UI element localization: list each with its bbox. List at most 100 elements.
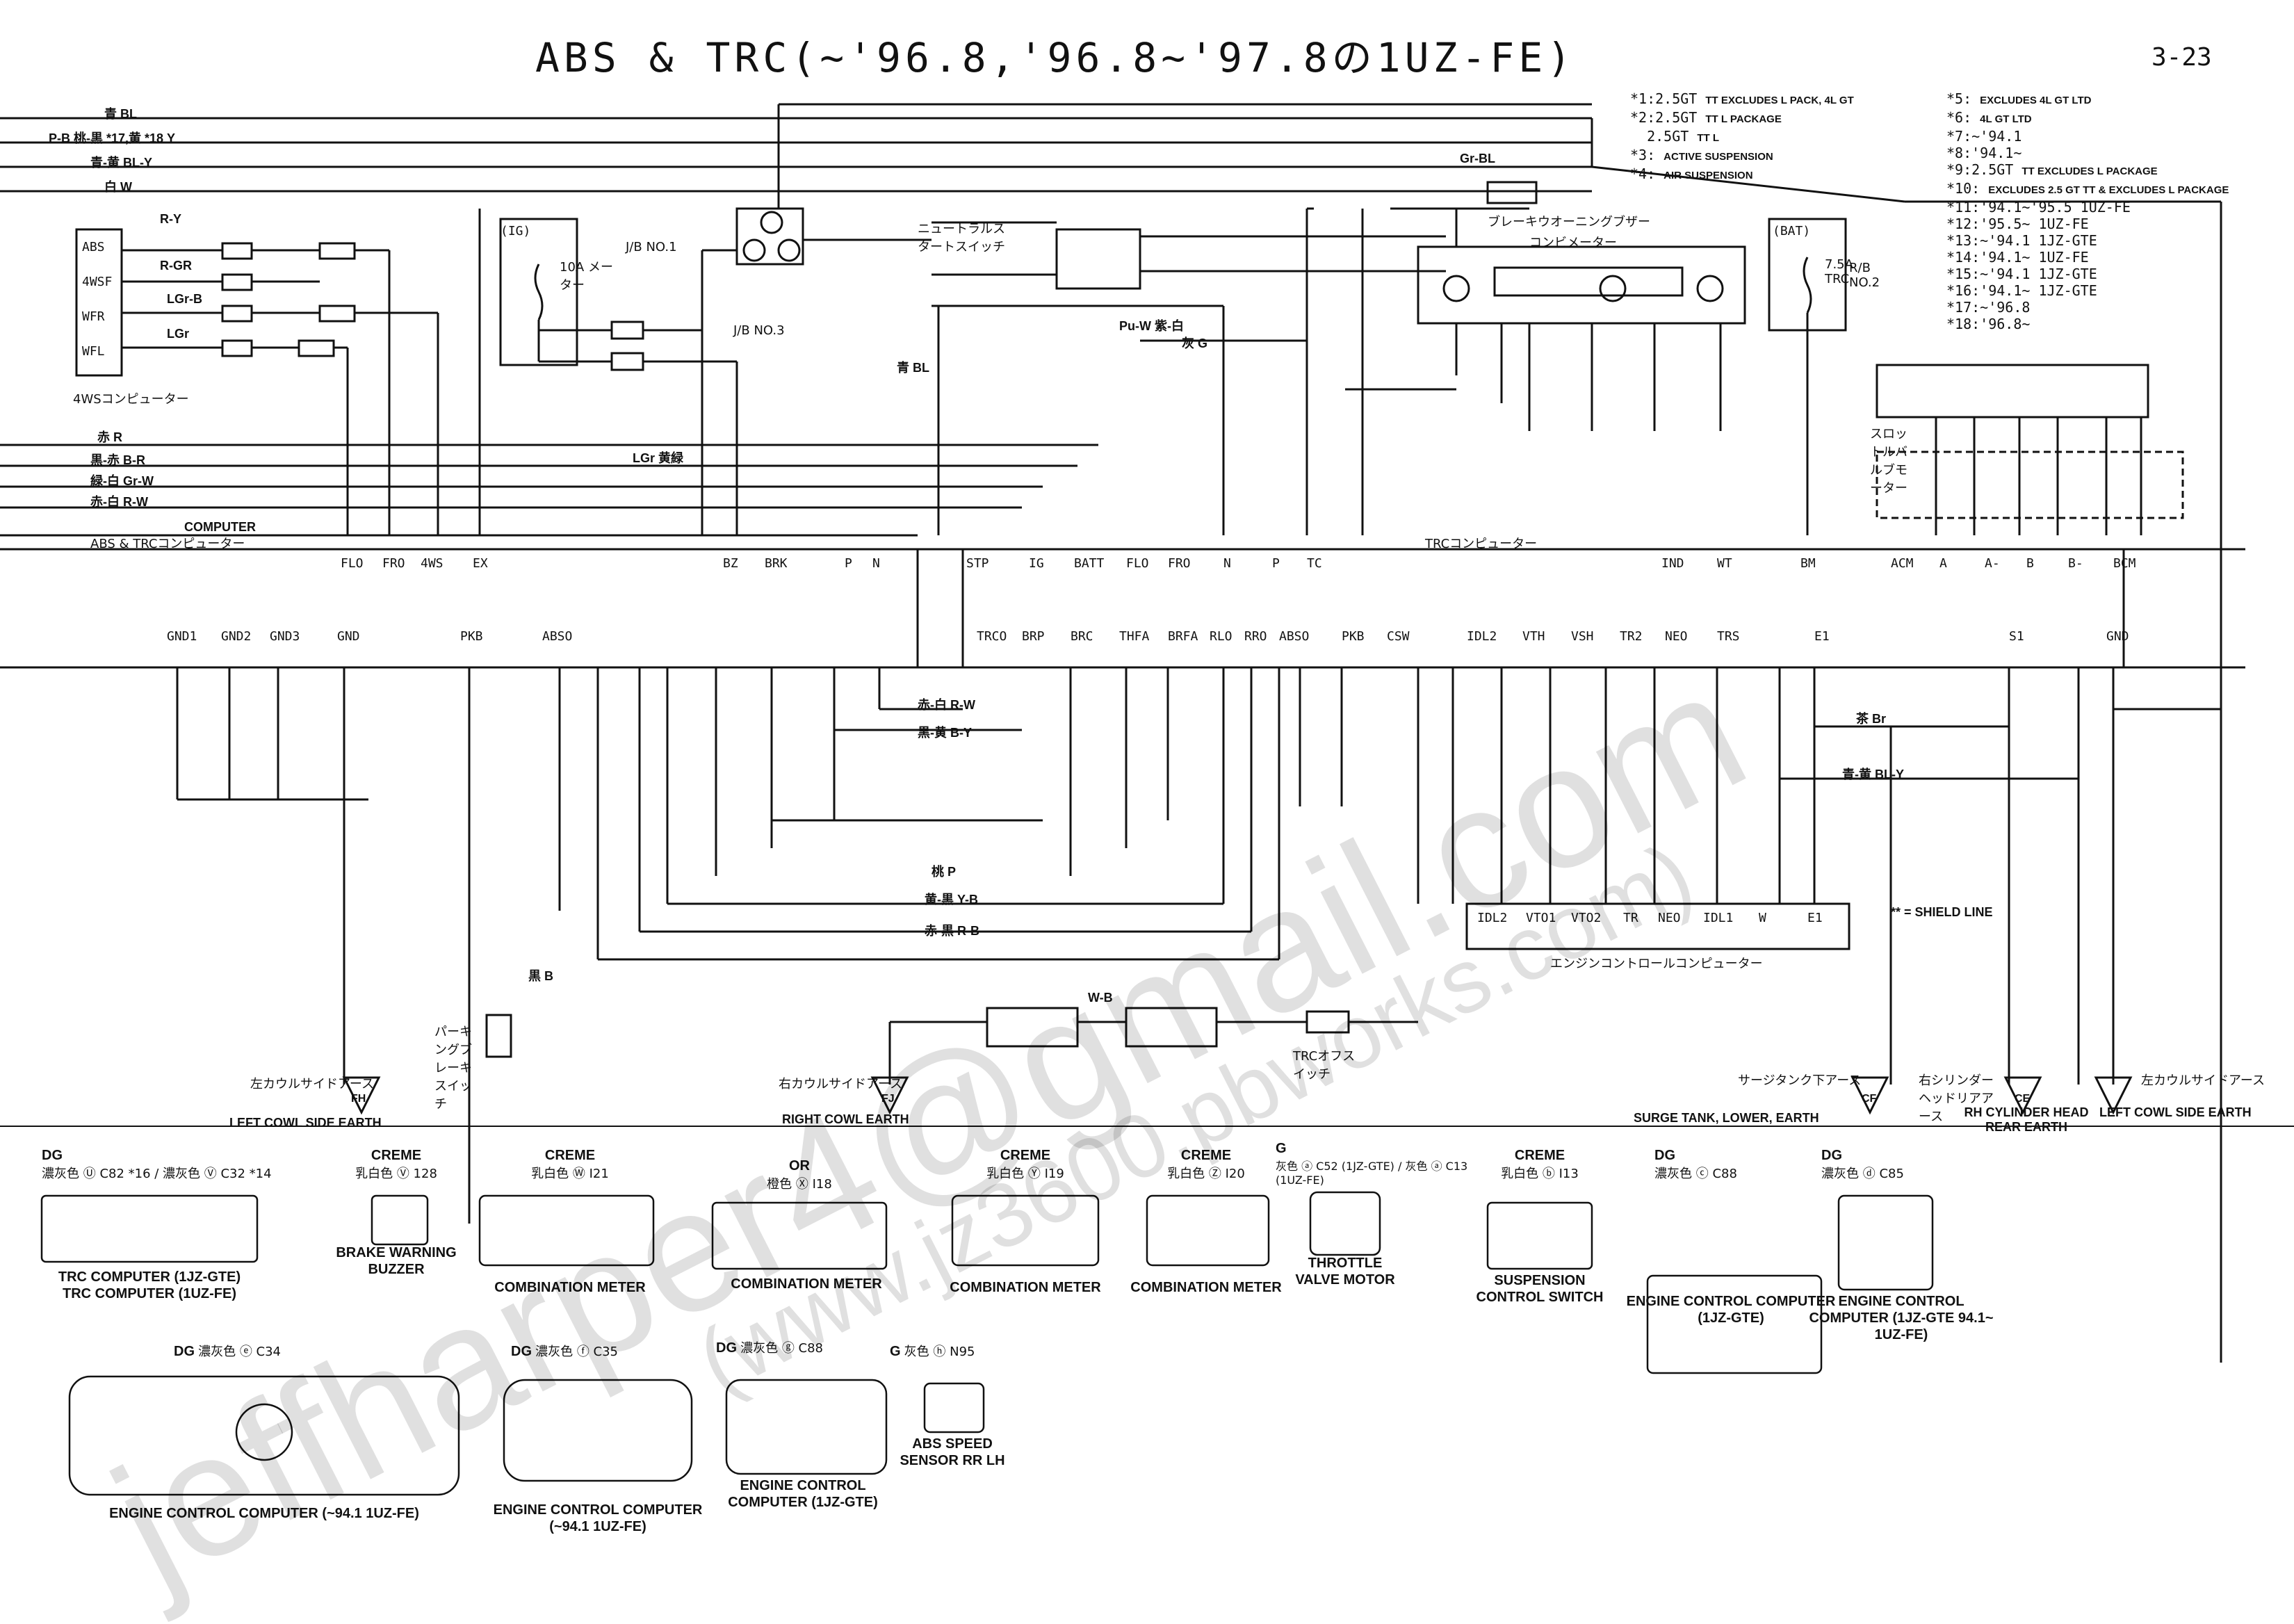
trc-pin-bcm: BCM: [2113, 556, 2136, 571]
trc-pin-n: N: [1223, 556, 1231, 571]
pin-abso: ABSO: [542, 629, 573, 644]
ecu-pin-w: W: [1759, 911, 1766, 925]
pin-gnd1: GND1: [167, 629, 197, 644]
trc-pin-vsh: VSH: [1571, 629, 1594, 644]
jb3-top-block: [735, 207, 804, 266]
four-ws-pin-wfr: WFR: [82, 309, 105, 324]
connector-in1: [221, 242, 253, 260]
connector-ecu-c35: DG 濃灰色 ⓕ C35: [511, 1344, 619, 1359]
trc-pin-pkb: PKB: [1342, 629, 1365, 644]
four-ws-pin-wfl: WFL: [82, 344, 105, 359]
trc-pin-tr2: TR2: [1620, 629, 1643, 644]
pin-p: P: [845, 556, 852, 571]
connector-meter-i18: OR 橙色 Ⓧ I18: [767, 1158, 832, 1192]
parking-brake-switch-box: [485, 1014, 512, 1058]
wire-label: Gr-BL: [1460, 152, 1495, 165]
connector-meter-i21: CREME 乳白色 Ⓦ I21: [531, 1148, 609, 1181]
trc-pin-p: P: [1272, 556, 1280, 571]
wire-label: 白 W: [104, 180, 132, 194]
wire-label: R-Y: [160, 212, 181, 226]
connector-meter-i21-name: COMBINATION METER: [494, 1280, 646, 1295]
wire-label: 赤 R: [97, 430, 122, 444]
parking-brake-label: パーキングブレーキスイッチ: [434, 1025, 472, 1112]
connector-ecu-c34-name: ENGINE CONTROL COMPUTER (~94.1 1UZ-FE): [109, 1506, 419, 1521]
connector-suspension: CREME 乳白色 ⓑ I13: [1501, 1148, 1579, 1181]
earth-ce-id: CE: [2015, 1093, 2031, 1105]
wire-label: 茶 Br: [1856, 712, 1887, 726]
ecu-pin-e1: E1: [1807, 911, 1823, 925]
connector-meter-i18-name: COMBINATION METER: [731, 1276, 882, 1292]
earth-fj-jp: 右カウルサイドアース: [779, 1077, 903, 1091]
top-bus-wires: [0, 103, 2222, 1363]
earth-fh-id: FH: [351, 1093, 366, 1105]
connector-brake-buzzer: CREME 乳白色 Ⓥ 128: [355, 1148, 437, 1181]
connector-meter-i19: CREME 乳白色 Ⓨ I19: [986, 1148, 1064, 1181]
ecu-pin-neo: NEO: [1658, 911, 1681, 925]
trc-pin-ind: IND: [1661, 556, 1684, 571]
wire-label: P-B 桃-黒 *17,黄 *18 Y: [49, 131, 176, 145]
connector-ecu-c88b-name: ENGINE CONTROL COMPUTER (1JZ-GTE): [728, 1478, 878, 1510]
connector-ecu-c88: DG 濃灰色 ⓒ C88: [1654, 1148, 1737, 1181]
trc-pin-stp: STP: [966, 556, 989, 571]
wire-label: 黒-黄 B-Y: [918, 726, 972, 740]
trc-pin-e1: E1: [1814, 629, 1830, 644]
lower-wires: [176, 667, 2221, 1085]
jb2-label: R/B NO.2: [1849, 261, 1880, 290]
trc-pin-brc: BRC: [1071, 629, 1093, 644]
trc-pin-vth: VTH: [1522, 629, 1545, 644]
four-ws-pin-abs: ABS: [82, 240, 105, 254]
trc-pin-thfa: THFA: [1119, 629, 1150, 644]
connector-ecu-c88-name: ENGINE CONTROL COMPUTER (1JZ-GTE): [1626, 1294, 1836, 1326]
earth-fh2-jp: 左カウルサイドアース: [2141, 1073, 2265, 1088]
jb1-bottom-block: [986, 1007, 1079, 1048]
earth-cf-jp: サージタンク下アース: [1738, 1073, 1862, 1088]
combination-meter-label: コンビメーター: [1529, 236, 1617, 250]
wire-label: LGr: [167, 327, 190, 341]
connector-an2: [221, 273, 253, 291]
shield-line-label: ** = SHIELD LINE: [1891, 905, 1993, 919]
trc-pin-trco: TRCO: [977, 629, 1007, 644]
left-harness-wires: [0, 444, 1098, 537]
neutral-switch-label: ニュートラルスタートスイッチ: [918, 222, 1005, 254]
pin-4ws: 4WS: [421, 556, 444, 571]
trc-pin-abso: ABSO: [1279, 629, 1310, 644]
throttle-motor-box: [1876, 364, 2149, 419]
earth-ce-label: RH CYLINDER HEAD REAR EARTH: [1964, 1105, 2089, 1134]
trc-pin-wt: WT: [1717, 556, 1732, 571]
ecu-pin-tr: TR: [1623, 911, 1638, 925]
earth-fh-jp: 左カウルサイドアース: [250, 1077, 375, 1091]
trc-pin-gnd: GND: [2106, 629, 2129, 644]
page-number: 3-23: [2151, 43, 2212, 72]
jb3-bottom-block: [1125, 1007, 1218, 1048]
pin-fro: FRO: [382, 556, 405, 571]
trc-pin-bm: BM: [1800, 556, 1816, 571]
wire-label: 灰 G: [1182, 336, 1208, 350]
wire-label: 赤-白 R-W: [918, 698, 975, 712]
earth-fh2-label: LEFT COWL SIDE EARTH: [2099, 1105, 2252, 1119]
ecu-pin-vto1: VTO1: [1526, 911, 1556, 925]
trc-pin-b-minus: B-: [2068, 556, 2083, 571]
brake-buzzer-label: ブレーキウオーニングブザー: [1488, 215, 1650, 229]
wire-label: 青-黄 BL-Y: [90, 156, 152, 170]
earth-fh-label: LEFT COWL SIDE EARTH: [229, 1116, 382, 1130]
pin-gnd3: GND3: [270, 629, 300, 644]
four-ws-computer-label: 4WSコンピューター: [73, 392, 189, 407]
trc-pin-batt: BATT: [1074, 556, 1105, 571]
ig-fuse-label: (IG): [501, 224, 531, 238]
note-row: *14:'94.1~ 1UZ-FE: [1946, 249, 2089, 266]
note-row: *9:2.5GT TT EXCLUDES L PACKAGE: [1946, 161, 2158, 178]
connector-ecu-c85: DG 濃灰色 ⓓ C85: [1821, 1148, 1904, 1181]
trc-pin-csw: CSW: [1387, 629, 1410, 644]
connector-meter-i19-name: COMBINATION METER: [950, 1280, 1101, 1295]
trc-pin-fro: FRO: [1168, 556, 1191, 571]
neutral-start-switch-box: [1055, 228, 1141, 290]
note-row: *3: ACTIVE SUSPENSION: [1630, 147, 1773, 163]
trc-pin-flo: FLO: [1126, 556, 1149, 571]
note-row: *17:~'96.8: [1946, 299, 2031, 316]
note-row: *12:'95.5~ 1UZ-FE: [1946, 216, 2089, 232]
wire-label: 黒-赤 B-R: [90, 453, 145, 467]
ecu-pin-vto2: VTO2: [1571, 911, 1602, 925]
trc-pin-acm: ACM: [1891, 556, 1914, 571]
trc-pin-b: B: [2026, 556, 2034, 571]
